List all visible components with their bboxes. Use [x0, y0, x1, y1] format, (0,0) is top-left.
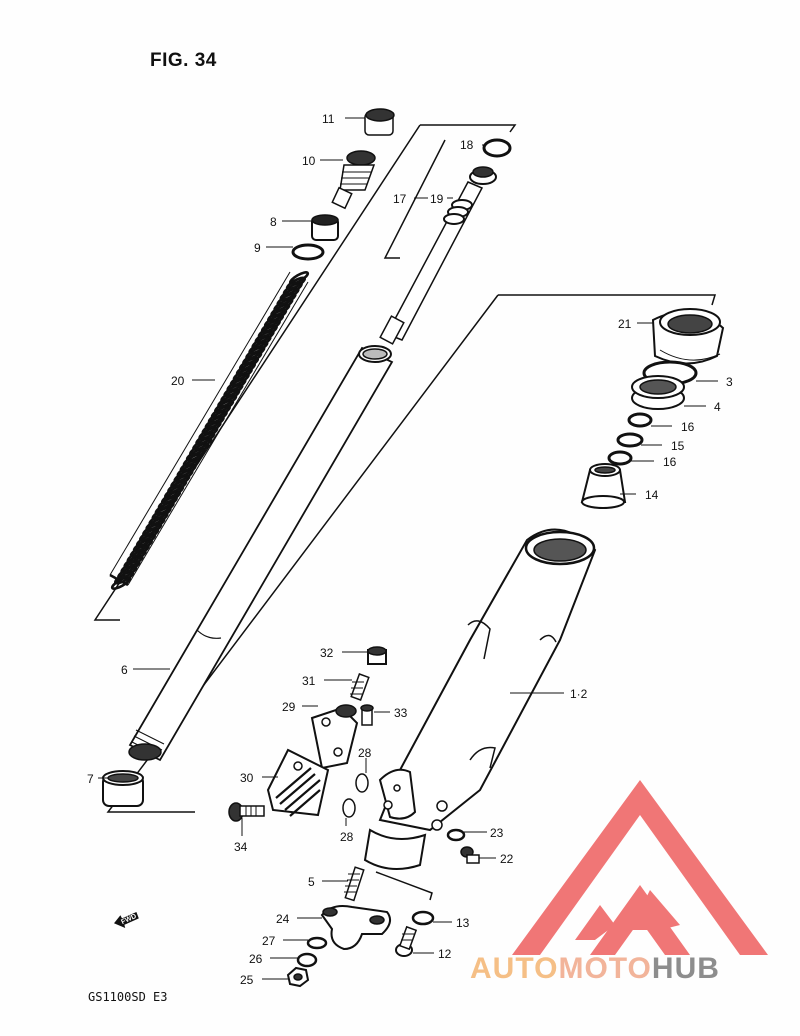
label-part-8: 8: [270, 215, 277, 229]
label-part-13: 13: [456, 916, 470, 930]
label-part-17: 17: [393, 192, 407, 206]
label-part-15: 15: [671, 439, 685, 453]
o-ring-28a: [355, 773, 369, 793]
o-ring-28b: [342, 798, 356, 818]
oil-seal-4: [631, 375, 685, 410]
label-part-29: 29: [282, 700, 296, 714]
bolt-33: [360, 704, 374, 726]
inner-tube-6: [128, 345, 394, 762]
watermark-hub: HUB: [651, 952, 720, 985]
stud-5: [344, 866, 365, 902]
label-part-28a: 28: [358, 746, 372, 760]
label-part-32: 32: [320, 646, 334, 660]
washer-23: [446, 828, 466, 842]
washer-15: [616, 432, 644, 448]
label-part-25: 25: [240, 973, 254, 987]
cap-bolt-10: [331, 150, 376, 210]
watermark-auto: AUTO: [470, 952, 559, 985]
leader-lines: [98, 117, 718, 980]
label-part-26: 26: [249, 952, 263, 966]
ring-9: [291, 243, 325, 261]
bleeder-31: [350, 673, 370, 701]
washer-13: [411, 910, 435, 926]
label-part-7: 7: [87, 772, 94, 786]
group-frame-main: [498, 294, 717, 306]
bolt-12: [395, 925, 418, 957]
label-part-27: 27: [262, 934, 276, 948]
bolt-34: [228, 802, 265, 822]
watermark-text: AUTOMOTOHUB: [470, 952, 720, 986]
label-part-1-2: 1·2: [570, 687, 588, 701]
label-part-10: 10: [302, 154, 316, 168]
group-frame-spring: [93, 124, 421, 621]
spacer-8: [311, 214, 339, 241]
label-part-31: 31: [302, 674, 316, 688]
label-part-28b: 28: [340, 830, 354, 844]
group-frame-axle: [375, 871, 433, 901]
washer-27: [306, 936, 328, 950]
label-part-30: 30: [240, 771, 254, 785]
figure-title: FIG. 34: [150, 50, 217, 71]
label-part-11: 11: [322, 112, 335, 126]
label-part-33: 33: [394, 706, 408, 720]
spring-coil: [288, 271, 310, 285]
label-part-9: 9: [254, 241, 261, 255]
slide-bush-14: [580, 463, 627, 509]
label-part-18: 18: [460, 138, 474, 152]
label-part-3: 3: [726, 375, 733, 389]
washer-16b: [607, 450, 633, 466]
watermark-moto: MOTO: [558, 952, 652, 985]
label-part-23: 23: [490, 826, 504, 840]
ring-18: [482, 138, 512, 158]
label-part-14: 14: [645, 488, 659, 502]
screw-22: [460, 846, 480, 864]
fin-block-30: [266, 748, 330, 817]
label-part-19: 19: [430, 192, 444, 206]
label-part-5: 5: [308, 875, 315, 889]
label-part-16a: 16: [681, 420, 695, 434]
label-part-34: 34: [234, 840, 248, 854]
nut-32: [367, 646, 387, 665]
washer-26: [296, 952, 318, 968]
cap-11: [364, 108, 395, 136]
nut-25: [286, 966, 310, 988]
label-part-4: 4: [714, 400, 721, 414]
forward-arrow-icon: [114, 912, 139, 928]
label-part-24: 24: [276, 912, 290, 926]
label-part-6: 6: [121, 663, 128, 677]
dust-seal-21: [651, 308, 725, 365]
washer-16a: [627, 412, 653, 428]
group-frame-damper: [383, 139, 446, 259]
bracket-29: [310, 704, 359, 770]
label-part-16b: 16: [663, 455, 677, 469]
axle-holder-24: [320, 905, 392, 951]
label-part-21: 21: [618, 317, 632, 331]
label-part-20: 20: [171, 374, 185, 388]
label-part-12: 12: [438, 947, 452, 961]
watermark-logo: [512, 780, 768, 955]
outer-tube-1-2: [363, 528, 597, 870]
damper-rod: [379, 166, 497, 345]
model-code: GS1100SD E3: [88, 990, 168, 1004]
bushing-7: [102, 770, 144, 807]
spring-coils: [110, 271, 310, 590]
label-part-22: 22: [500, 852, 514, 866]
